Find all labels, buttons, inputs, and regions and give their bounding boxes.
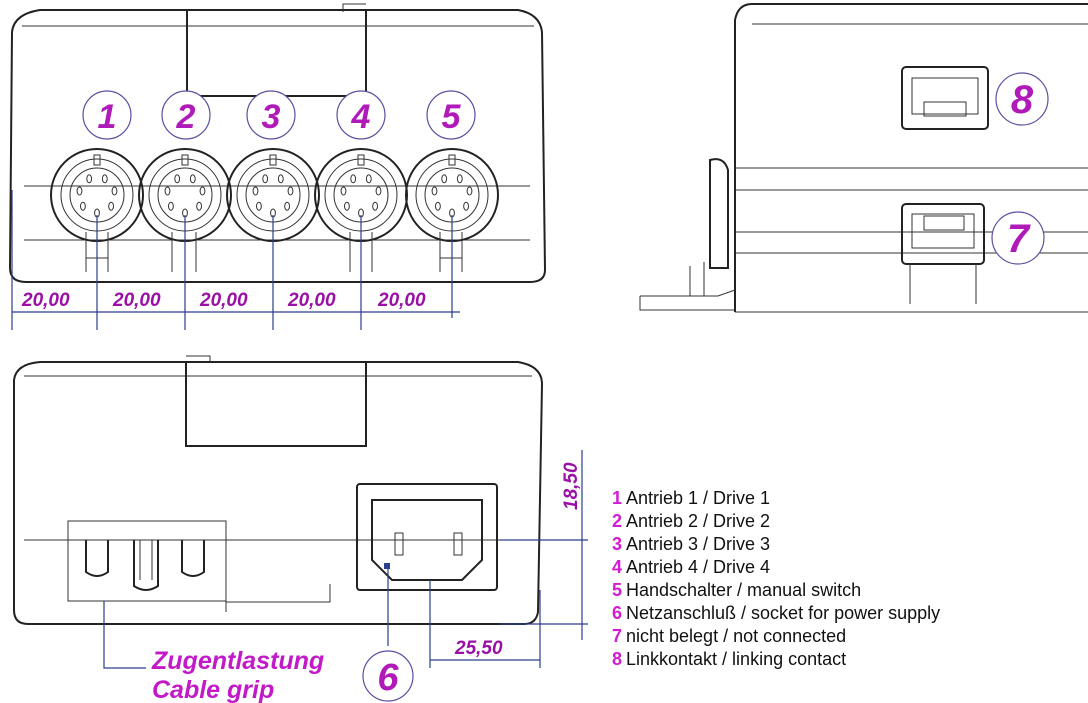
pin-hole	[86, 174, 93, 184]
pin-hole	[287, 186, 294, 196]
key-notch	[181, 154, 189, 166]
key-notch	[93, 154, 101, 166]
key-notch	[269, 154, 277, 166]
pin-hole	[196, 201, 203, 211]
pin-hole	[256, 201, 262, 211]
pin-hole	[284, 201, 291, 211]
dimension-4-label: 20,00	[287, 290, 336, 311]
pin-hole	[252, 186, 259, 196]
pin-hole	[375, 186, 382, 196]
callout-5: 5	[442, 98, 462, 136]
pin-hole	[441, 174, 448, 184]
pin-hole	[372, 201, 379, 211]
key-notch	[448, 154, 456, 166]
callout-3: 3	[262, 98, 281, 136]
rear-view: Zugentlastung Cable grip 6 18,50 25,50	[13, 355, 588, 703]
spacing-dimension: 20,00 20,00 20,00 20,00 20,00	[11, 190, 460, 330]
dimension-3-label: 20,00	[199, 290, 248, 311]
socket-marker	[384, 563, 390, 569]
pin-hole	[431, 186, 438, 196]
pin-hole	[108, 201, 114, 211]
callout-4: 4	[351, 98, 371, 136]
cable-grip-label-en: Cable grip	[152, 676, 274, 703]
pin-hole	[350, 174, 357, 184]
height-label: 18,50	[561, 462, 582, 510]
pin-hole	[80, 201, 86, 211]
rj-socket-7	[901, 203, 985, 304]
callout-2: 2	[176, 98, 196, 136]
pin-hole	[101, 174, 108, 184]
rj-socket-8	[901, 66, 989, 130]
pin-hole	[262, 174, 269, 184]
width-dimension: 25,50	[429, 580, 541, 668]
dimension-2-label: 20,00	[112, 290, 161, 311]
front-view: 1 2 3 4 5 20,00 20,00 20,00 20,00 20,00	[8, 3, 547, 330]
pin-hole	[168, 201, 174, 211]
pin-hole	[76, 186, 83, 196]
pin-hole	[164, 186, 171, 196]
height-dimension: 18,50	[500, 450, 588, 640]
cable-grip	[67, 520, 227, 602]
callout-6: 6	[377, 657, 399, 699]
key-notch	[357, 154, 365, 166]
width-label: 25,50	[454, 638, 503, 659]
callout-7: 7	[1007, 217, 1031, 261]
pin-hole	[340, 186, 347, 196]
dimension-1-label: 20,00	[21, 290, 70, 311]
pin-hole	[435, 201, 441, 211]
pin-hole	[344, 201, 350, 211]
callout-1: 1	[98, 98, 117, 136]
pin-hole	[111, 186, 118, 196]
callout-8: 8	[1011, 78, 1034, 122]
cable-grip-label-de: Zugentlastung	[151, 647, 324, 675]
pin-hole	[466, 186, 473, 196]
pin-hole	[463, 201, 470, 211]
pin-hole	[277, 174, 284, 184]
pin-hole	[365, 174, 372, 184]
side-view: 8 7	[639, 3, 1088, 313]
power-socket	[356, 483, 498, 591]
pin-hole	[174, 174, 181, 184]
pin-hole	[189, 174, 196, 184]
pin-hole	[456, 174, 463, 184]
pin-hole	[199, 186, 206, 196]
dimension-5-label: 20,00	[377, 290, 426, 311]
